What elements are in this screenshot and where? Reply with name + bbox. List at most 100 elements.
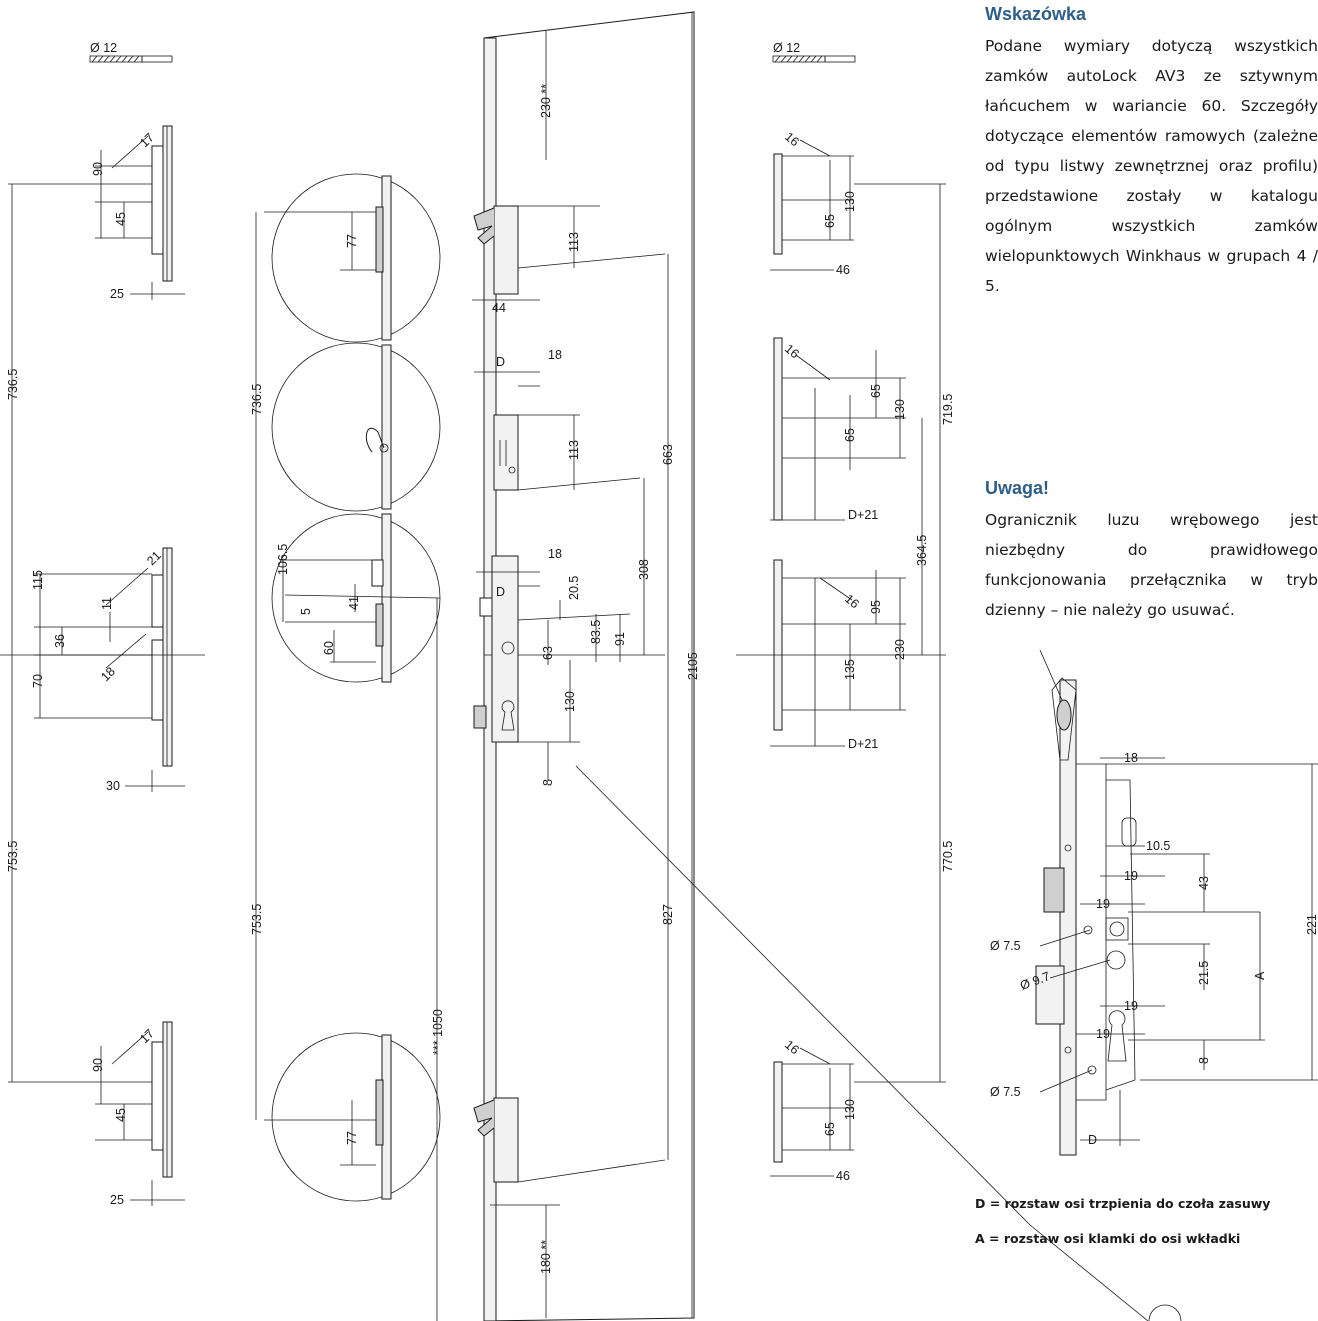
dimension-label: 41: [347, 596, 361, 610]
keeper-right-3: 16 95 135 230 D+21: [770, 559, 907, 751]
dimension-label: 18: [1124, 751, 1138, 765]
dimension-label: 308: [637, 559, 651, 580]
dimension-label: 65: [843, 428, 857, 442]
dimension-label: 19: [1096, 897, 1110, 911]
lock-hook-bottom: [473, 1097, 666, 1183]
dimension-label: 364.5: [915, 535, 929, 566]
lock-switch: D 18 113: [474, 348, 641, 491]
dimension-label: 130: [563, 691, 577, 712]
dimension-label: 19: [1124, 869, 1138, 883]
dimension-label: D+21: [848, 508, 878, 522]
dimension-label: 21: [144, 548, 164, 568]
dimension-label: 45: [114, 212, 128, 226]
keeper-left-mid: 21 115 11 18 36 70 30: [31, 547, 185, 793]
lock-detail: 18 10.5 19 43 19 Ø 7.5 Ø 9.7 21.5 A 19 1…: [990, 649, 1318, 1156]
dimension-label: 90: [91, 162, 105, 176]
dimension-label: 45: [114, 1108, 128, 1122]
dimension-label: Ø 12: [773, 41, 800, 55]
dimension-label: 230: [893, 639, 907, 660]
dimension-label: 19: [1096, 1027, 1110, 1041]
warning-title: Uwaga!: [985, 478, 1050, 498]
detail-circle-4: 77: [264, 1032, 441, 1202]
dimension-label: 16: [842, 592, 862, 612]
dimension-label: 30: [106, 779, 120, 793]
dimension-label: 827: [661, 904, 675, 925]
dimension-label: *** 1050: [431, 1009, 445, 1055]
dimension-label: 77: [345, 1131, 359, 1145]
dimension-label: 65: [869, 384, 883, 398]
dimension-label: 736.5: [6, 369, 20, 400]
keeper-left-top: 17 90 45 25: [91, 125, 185, 301]
dimension-label: 719.5: [941, 394, 955, 425]
dimension-label: 115: [31, 570, 45, 590]
dimension-label: Ø 12: [90, 41, 117, 55]
center-dimensions: 230 ** 180 ** 2105 308 663 827: [490, 12, 700, 1318]
lock-main: D 18 20.5 63 83.5 91 130 8: [473, 547, 631, 786]
keeper-left-bot: 17 90 45 25: [91, 1021, 185, 1207]
dimension-label: 20.5: [567, 576, 581, 600]
dimension-label: 221: [1305, 914, 1318, 935]
dimension-label: 130: [843, 1099, 857, 1120]
keeper-right-2: 16 65 65 130 D+21: [770, 337, 907, 522]
dimension-label: 46: [836, 1169, 850, 1183]
dimension-label: 90: [91, 1058, 105, 1072]
dimension-label: 16: [782, 1038, 802, 1058]
dimension-label: D+21: [848, 737, 878, 751]
dimension-label: 25: [110, 1193, 124, 1207]
right-span-dimensions: 719.5 364.5 770.5: [736, 183, 955, 1083]
dimension-label: D: [496, 585, 505, 599]
leader-line: [575, 765, 1031, 1226]
dimension-label: 230 **: [539, 84, 553, 118]
detail-circle-5: [1148, 1304, 1182, 1321]
dimension-label: 18: [548, 547, 562, 561]
dimension-label: 18: [98, 664, 118, 684]
dimension-label: 70: [31, 674, 45, 688]
drill-icon-left: Ø 12: [89, 41, 173, 63]
dimension-label: 106.5: [276, 544, 290, 575]
dimension-label: 5: [299, 608, 313, 615]
dimension-label: 736.5: [250, 384, 264, 415]
dimension-label: A: [1253, 971, 1267, 980]
dimension-label: D: [1088, 1133, 1097, 1147]
dimension-label: 130: [843, 191, 857, 212]
dimension-label: 113: [567, 440, 581, 460]
dimension-label: 8: [541, 779, 555, 786]
dimension-label: 16: [782, 342, 802, 362]
dimension-label: 16: [782, 130, 802, 150]
dimension-label: 83.5: [589, 620, 603, 644]
lock-hook-top: 113 44: [472, 205, 666, 315]
dimension-label: 36: [53, 634, 67, 648]
dimension-label: 10.5: [1146, 839, 1170, 853]
dimension-label: 180 **: [539, 1240, 553, 1274]
hint-note: Wskazówka Podane wymiary dotyczą wszystk…: [985, 4, 1318, 301]
dimension-label: 2105: [686, 652, 700, 680]
dimension-label: 65: [823, 214, 837, 228]
leader-line-2: [1029, 1224, 1149, 1321]
dimension-label: 11: [100, 597, 114, 610]
dimension-label: 25: [110, 287, 124, 301]
dimension-label: 19: [1124, 999, 1138, 1013]
dimension-label: 21.5: [1197, 961, 1211, 985]
circles-span-dimension: 736.5 753.5 *** 1050: [250, 212, 445, 1321]
dimension-label: 43: [1197, 876, 1211, 890]
dimension-label: 95: [869, 600, 883, 614]
dimension-label: 113: [567, 232, 581, 252]
dimension-label: 91: [613, 632, 627, 646]
warning-note: Uwaga! Ogranicznik luzu wrębowego jest n…: [985, 478, 1318, 625]
dimension-label: 46: [836, 263, 850, 277]
dimension-label: 663: [661, 444, 675, 465]
legend-a: A = rozstaw osi klamki do osi wkładki: [975, 1231, 1241, 1246]
hint-text: Podane wymiary dotyczą wszystkich zamków…: [985, 37, 1318, 295]
legend-d: D = rozstaw osi trzpienia do czoła zasuw…: [975, 1196, 1271, 1211]
dimension-label: 18: [548, 348, 562, 362]
dimension-label: 753.5: [250, 904, 264, 935]
dimension-label: 753.5: [6, 841, 20, 872]
dimension-label: 8: [1197, 1057, 1211, 1064]
left-span-dimension: 736.5 753.5: [0, 183, 205, 1083]
detail-circle-2: [271, 342, 441, 512]
keeper-right-1: 16 65 130 46: [770, 130, 857, 277]
dimension-label: 77: [345, 234, 359, 248]
dimension-label: 130: [893, 399, 907, 420]
dimension-label: 135: [843, 659, 857, 680]
